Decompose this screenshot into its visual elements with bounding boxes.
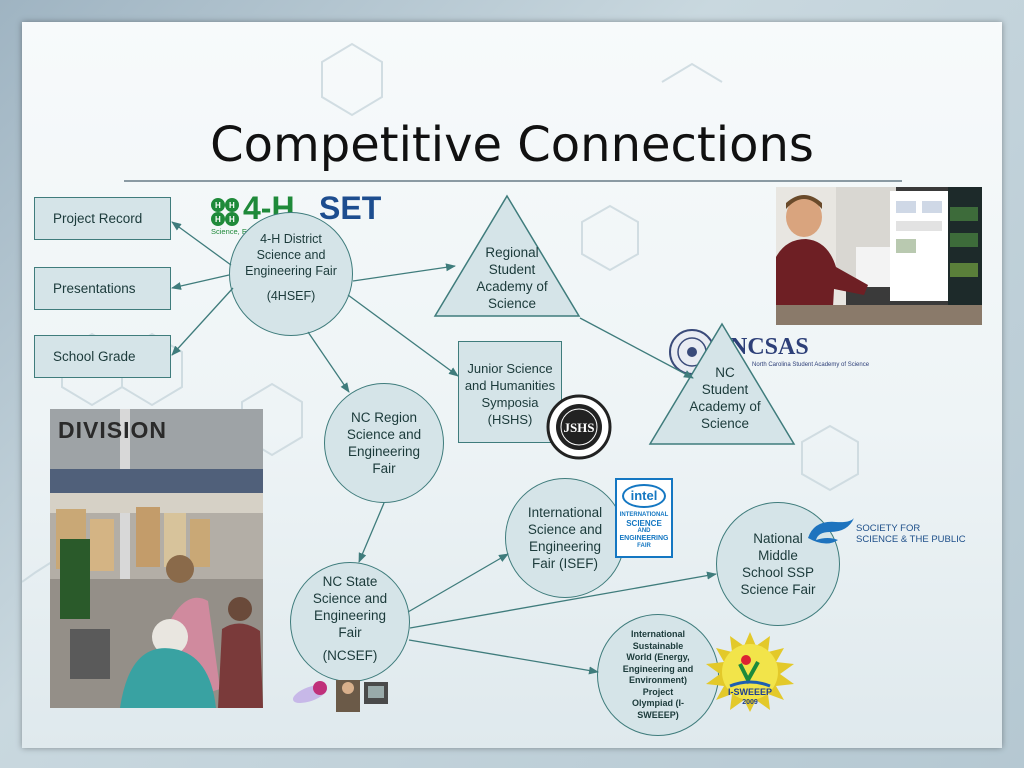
national-line: Middle — [758, 548, 798, 563]
isweeep-sun-logo: I-SWEEEP 2009 — [706, 632, 794, 712]
ncsas-line: NC — [715, 365, 735, 380]
ncstate-line: NC State — [322, 573, 378, 589]
jshs-box: Junior Science and Humanities Symposia (… — [458, 341, 562, 443]
ncstate-line: Fair — [338, 624, 362, 640]
page-title: Competitive Connections — [210, 117, 814, 173]
national-line: School SSP — [741, 565, 815, 580]
national-line: National — [753, 531, 803, 546]
national-ssp-fair-node: National Middle School SSP Science Fair — [716, 502, 840, 626]
intel-line: SCIENCE — [626, 519, 662, 528]
intel-line: FAIR — [637, 543, 651, 549]
intel-line: ENGINEERING — [619, 535, 669, 542]
isef-line: Engineering — [528, 539, 602, 554]
intel-isef-logo: intel INTERNATIONAL SCIENCE AND ENGINEER… — [615, 478, 673, 558]
svg-text:H: H — [215, 215, 221, 224]
isweeep-line: Environment) — [628, 675, 687, 685]
division-sign: DIVISION — [58, 417, 167, 443]
intel-logo-badge: intel — [622, 484, 666, 508]
isweeep-line: Olympiad (I- — [631, 698, 684, 708]
regional-academy-label: Regional Student Academy of Science — [457, 244, 567, 312]
isweeep-line: SWEEEP) — [637, 709, 679, 720]
ncsas-logo: NCSAS North Carolina Student Academy of … — [730, 334, 890, 374]
regional-line: Academy of — [476, 279, 548, 294]
isweeep-line: World (Energy, — [626, 652, 690, 662]
ssp-swirl-icon — [808, 518, 854, 544]
jshs-seal-text: JSHS — [563, 420, 594, 435]
ncsef-logo-art — [292, 680, 388, 712]
svg-text:H: H — [229, 201, 235, 210]
isef-line: Science and — [527, 522, 603, 537]
ssp-logo: SOCIETY FOR SCIENCE & THE PUBLIC — [856, 523, 966, 545]
ncstate-abbr: (NCSEF) — [322, 647, 378, 663]
isweeep-logo-year: 2009 — [742, 699, 758, 706]
svg-text:H: H — [215, 201, 221, 210]
ncregion-line: NC Region — [350, 410, 418, 425]
ssp-line: SOCIETY FOR — [856, 523, 921, 534]
regional-academy-triangle — [433, 194, 581, 317]
project-record-label: Project Record — [53, 211, 143, 226]
regional-line: Regional — [485, 245, 539, 260]
student-presenting-photo — [776, 187, 982, 325]
ncsas-logo-subtitle: North Carolina Student Academy of Scienc… — [752, 362, 870, 368]
jshs-line: Symposia — [481, 395, 539, 410]
isef-line: Fair (ISEF) — [532, 556, 598, 571]
jshs-line: Junior Science — [467, 361, 553, 376]
regional-line: Student — [488, 262, 536, 277]
intel-line: AND — [637, 528, 651, 534]
ncstate-line: Engineering — [313, 607, 387, 623]
nc-student-academy-triangle — [648, 322, 796, 445]
isweeep-line: International — [630, 629, 685, 639]
nc-region-fair-node: NC Region Science and Engineering Fair — [324, 383, 444, 503]
nc-student-academy-label: NC Student Academy of Science — [670, 364, 780, 432]
4h-fair-line2: Science and — [256, 247, 326, 262]
isweeep-logo-text: I-SWEEEP — [728, 687, 772, 697]
jshs-line: and Humanities — [464, 378, 556, 393]
presentations-box: Presentations — [34, 267, 171, 310]
school-grade-label: School Grade — [53, 349, 136, 364]
ncsas-logo-text: NCSAS — [730, 334, 809, 360]
ncregion-line: Fair — [372, 461, 396, 476]
nc-state-fair-node: NC State Science and Engineering Fair (N… — [290, 562, 410, 682]
jshs-line: (HSHS) — [487, 412, 533, 427]
intel-line: INTERNATIONAL — [619, 512, 669, 518]
presentations-label: Presentations — [53, 281, 136, 296]
ncsas-line: Student — [701, 382, 749, 397]
ncsas-line: Science — [700, 416, 750, 431]
4h-fair-abbr: (4HSEF) — [266, 288, 316, 303]
4h-district-fair-node: 4-H District Science and Engineering Fai… — [229, 212, 353, 336]
science-fair-hall-photo: DIVISION — [50, 409, 263, 708]
isef-node: International Science and Engineering Fa… — [505, 478, 625, 598]
isweeep-line: Sustainable — [632, 640, 684, 651]
intel-isef-text: INTERNATIONAL SCIENCE AND ENGINEERING FA… — [617, 512, 671, 550]
isweeep-line: Engineering and — [622, 663, 694, 674]
4h-fair-line1: 4-H District — [260, 231, 322, 246]
title-divider — [124, 180, 902, 182]
ncregion-line: Science and — [346, 427, 422, 442]
ncsas-line: Academy of — [689, 399, 761, 414]
isef-line: International — [527, 505, 603, 520]
regional-line: Science — [487, 296, 537, 311]
project-record-box: Project Record — [34, 197, 171, 240]
svg-text:H: H — [229, 215, 235, 224]
school-grade-box: School Grade — [34, 335, 171, 378]
set-logo-text: SET — [319, 190, 382, 226]
4h-fair-line3: Engineering Fair — [245, 263, 337, 278]
ncregion-line: Engineering — [347, 444, 421, 459]
ncstate-line: Science and — [312, 590, 388, 606]
national-line: Science Fair — [740, 582, 816, 597]
intel-logo-text: intel — [630, 488, 658, 503]
jshs-seal-logo: JSHS — [546, 394, 612, 460]
isweeep-node: International Sustainable World (Energy,… — [597, 614, 719, 736]
isweeep-line: Project — [642, 686, 674, 697]
ssp-line: SCIENCE & THE PUBLIC — [856, 534, 966, 545]
